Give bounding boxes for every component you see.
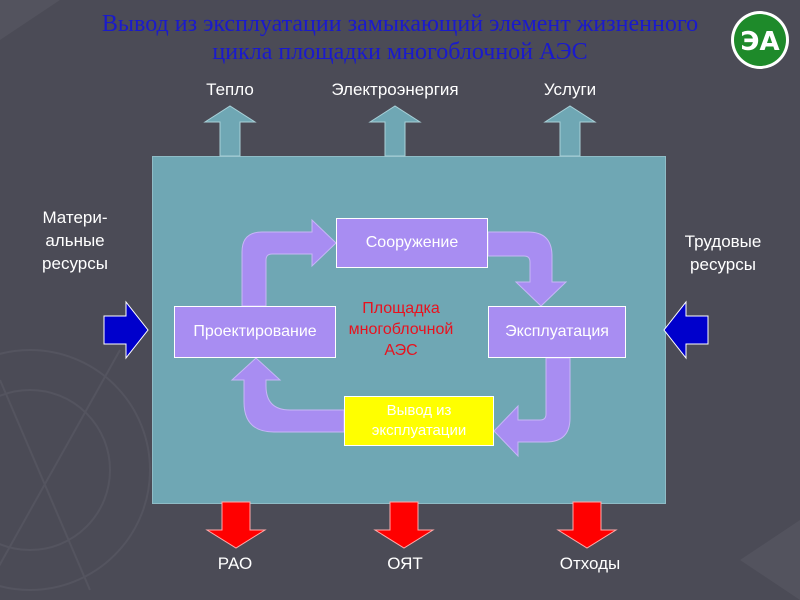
- output-electricity-label: Электроэнергия: [331, 80, 459, 99]
- input-labor-label: Трудовые ресурсы: [684, 232, 762, 274]
- cycle-arrow-design-to-construction: [241, 218, 337, 307]
- output-services-label: Услуги: [543, 80, 597, 99]
- input-materials-label: Матери- альные ресурсы: [42, 208, 108, 273]
- company-logo: ЭА: [731, 11, 789, 69]
- output-electricity-arrow: [368, 105, 422, 157]
- stage-decommissioning: Вывод из эксплуатации: [344, 396, 494, 446]
- output-heat-label: Тепло: [206, 80, 254, 99]
- cycle-arrow-decommissioning-to-design: [230, 357, 345, 433]
- stage-operation: Эксплуатация: [488, 306, 626, 358]
- cycle-arrow-operation-to-decommissioning: [493, 357, 571, 458]
- output-oyat-label: ОЯТ: [387, 554, 423, 573]
- cycle-arrow-construction-to-operation: [487, 231, 568, 307]
- output-services-arrow: [543, 105, 597, 157]
- plant-site-label: Площадка многоблочной АЭС: [348, 300, 454, 359]
- stage-construction: Сооружение: [336, 218, 488, 268]
- output-rao-arrow: [205, 501, 267, 549]
- slide-title: Вывод из эксплуатации замыкающий элемент…: [101, 11, 699, 65]
- output-heat-arrow: [203, 105, 257, 157]
- output-waste-label: Отходы: [559, 554, 621, 573]
- logo-text: ЭА: [740, 27, 779, 57]
- output-oyat-arrow: [373, 501, 435, 549]
- output-waste-arrow: [556, 501, 618, 549]
- output-rao-label: РАО: [217, 554, 253, 573]
- stage-design: Проектирование: [174, 306, 336, 358]
- input-labor-arrow: [663, 300, 709, 360]
- input-materials-arrow: [103, 300, 149, 360]
